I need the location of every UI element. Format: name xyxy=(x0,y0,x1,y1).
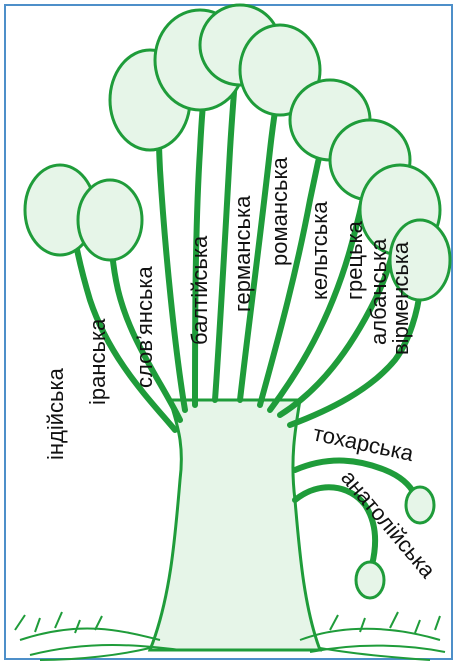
branch-baltic xyxy=(195,60,208,405)
leaf-anatolian xyxy=(356,562,384,598)
label-slavic: слов’янська xyxy=(132,265,157,388)
leaf-tocharian xyxy=(406,487,434,523)
label-iranian: іранська xyxy=(85,318,110,405)
label-romance: романська xyxy=(267,156,292,266)
crown-iranian xyxy=(78,180,142,260)
label-greek: грецька xyxy=(342,220,367,300)
label-baltic: балтійська xyxy=(187,235,212,345)
label-anatolian: анатолійська xyxy=(336,465,441,583)
label-armenian: вірменська xyxy=(388,241,413,355)
label-celtic: кельтська xyxy=(307,201,332,300)
label-germanic: германська xyxy=(230,195,255,312)
label-indian: індійська xyxy=(43,367,68,460)
